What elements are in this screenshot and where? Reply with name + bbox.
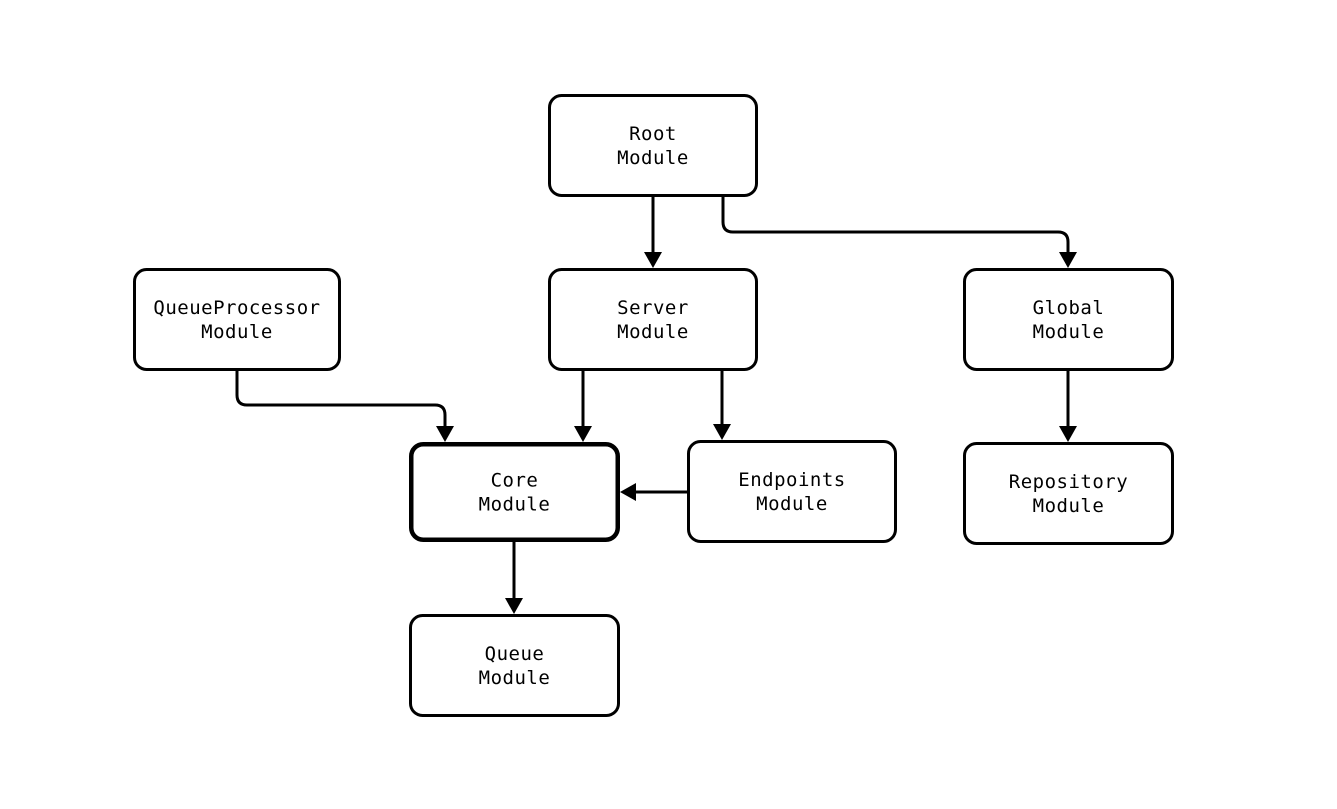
edge-global-to-repository <box>1059 371 1077 442</box>
node-box[interactable] <box>548 94 758 197</box>
arrowhead-icon <box>644 252 662 268</box>
node-label-line1: Root <box>629 123 677 145</box>
node-label-line2: Module <box>617 321 689 343</box>
node-label-line1: Queue <box>485 643 545 665</box>
arrowhead-icon <box>436 426 454 442</box>
node-box[interactable] <box>963 442 1174 545</box>
node-label-line2: Module <box>756 493 828 515</box>
edge-line <box>235 371 447 427</box>
arrowhead-icon <box>574 426 592 442</box>
node-label-line2: Module <box>1033 495 1105 517</box>
edge-line <box>721 197 1070 253</box>
node-box[interactable] <box>548 268 758 371</box>
arrowhead-icon <box>620 483 636 501</box>
arrowhead-icon <box>505 598 523 614</box>
node-box[interactable] <box>133 268 341 371</box>
node-label-line1: Repository <box>1009 471 1128 493</box>
node-label-line2: Module <box>1033 321 1105 343</box>
node-label-line1: Global <box>1033 297 1105 319</box>
edge-root-to-global <box>721 197 1077 268</box>
node-label-line2: Module <box>617 147 689 169</box>
node-box[interactable] <box>409 614 620 717</box>
node-box[interactable] <box>687 440 897 543</box>
node-box[interactable] <box>963 268 1174 371</box>
arrowhead-icon <box>1059 426 1077 442</box>
node-label-line2: Module <box>479 494 551 516</box>
node-label-line1: Core <box>491 470 539 492</box>
edge-server-to-endpoints <box>713 371 731 440</box>
edge-server-to-core <box>574 371 592 442</box>
arrowhead-icon <box>1059 252 1077 268</box>
edge-core-to-queue <box>505 542 523 614</box>
node-label-line1: Endpoints <box>738 469 845 491</box>
node-label-line2: Module <box>479 667 551 689</box>
edge-queueprocessor-to-core <box>235 371 454 442</box>
node-box[interactable] <box>409 442 620 542</box>
edge-root-to-server <box>644 197 662 268</box>
arrowhead-icon <box>713 424 731 440</box>
nodes-layer: RootModuleQueueProcessorModuleServerModu… <box>133 94 1174 717</box>
edges-layer <box>235 197 1077 614</box>
node-label-line1: QueueProcessor <box>153 297 320 319</box>
node-label-line1: Server <box>617 297 689 319</box>
edge-endpoints-to-core <box>620 483 687 501</box>
node-label-line2: Module <box>201 321 273 343</box>
